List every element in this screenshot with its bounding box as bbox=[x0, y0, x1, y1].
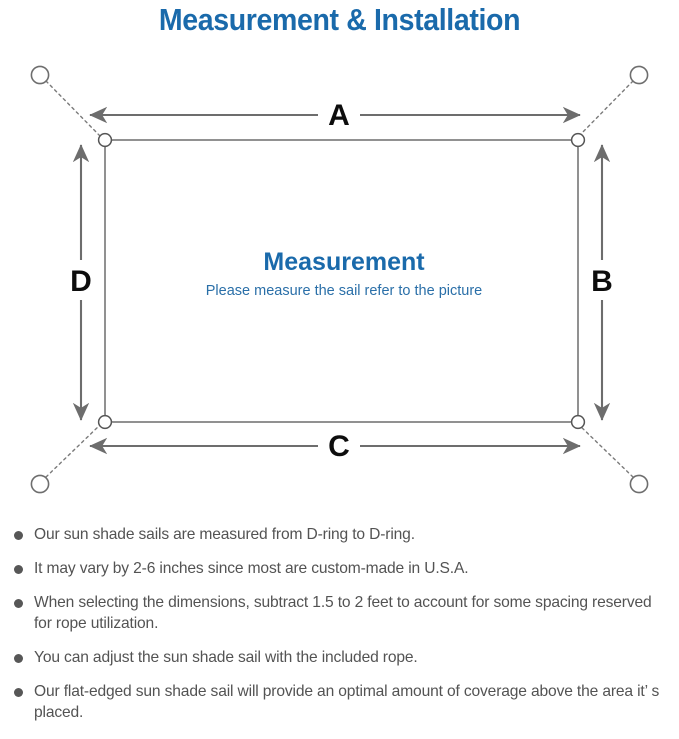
list-item-text: Our sun shade sails are measured from D-… bbox=[34, 526, 415, 543]
anchor-points bbox=[30, 65, 649, 494]
dimension-c: C bbox=[89, 430, 581, 463]
rope-line-top-left bbox=[45, 80, 102, 138]
dimension-b: B bbox=[591, 144, 613, 421]
list-item: When selecting the dimensions, subtract … bbox=[0, 592, 679, 634]
list-item: Our sun shade sails are measured from D-… bbox=[0, 524, 679, 545]
bullet-icon bbox=[14, 654, 23, 663]
d-ring-top-right bbox=[570, 132, 586, 148]
anchor-point-top-right bbox=[629, 65, 649, 85]
rope-line-bottom-left bbox=[45, 423, 102, 478]
list-item-text: You can adjust the sun shade sail with t… bbox=[34, 649, 418, 666]
d-ring-bottom-right bbox=[570, 414, 586, 430]
sail-body bbox=[104, 139, 579, 423]
rope-line-bottom-right bbox=[577, 423, 634, 478]
dimension-c-label: C bbox=[328, 430, 350, 463]
anchor-point-bottom-right bbox=[629, 474, 649, 494]
bullet-icon bbox=[14, 599, 23, 608]
dimension-d-label: D bbox=[70, 265, 92, 298]
diagram-center-subheading: Please measure the sail refer to the pic… bbox=[206, 283, 482, 299]
list-item-text: It may vary by 2-6 inches since most are… bbox=[34, 560, 469, 577]
bullet-icon bbox=[14, 531, 23, 540]
rope-lines bbox=[45, 80, 634, 478]
diagram-center-heading: Measurement bbox=[263, 248, 425, 276]
list-item: Our flat-edged sun shade sail will provi… bbox=[0, 681, 679, 723]
bullet-icon bbox=[14, 688, 23, 697]
page-title: Measurement & Installation bbox=[158, 2, 521, 37]
anchor-point-bottom-left bbox=[30, 474, 50, 494]
dimension-a: A bbox=[89, 99, 581, 132]
dimension-d: D bbox=[70, 144, 92, 421]
list-item-text: When selecting the dimensions, subtract … bbox=[34, 594, 652, 632]
notes-list: Our sun shade sails are measured from D-… bbox=[0, 524, 679, 736]
anchor-point-top-left bbox=[30, 65, 50, 85]
sail-measurement-diagram: A C D B Measurement Please measure the s… bbox=[0, 48, 679, 518]
list-item-text: Our flat-edged sun shade sail will provi… bbox=[34, 683, 660, 721]
list-item: It may vary by 2-6 inches since most are… bbox=[0, 558, 679, 579]
d-ring-bottom-left bbox=[97, 414, 113, 430]
d-rings bbox=[97, 132, 586, 430]
rope-line-top-right bbox=[577, 80, 634, 138]
list-item: You can adjust the sun shade sail with t… bbox=[0, 647, 679, 668]
bullet-icon bbox=[14, 565, 23, 574]
d-ring-top-left bbox=[97, 132, 113, 148]
dimension-a-label: A bbox=[328, 99, 350, 132]
dimension-b-label: B bbox=[591, 265, 613, 298]
